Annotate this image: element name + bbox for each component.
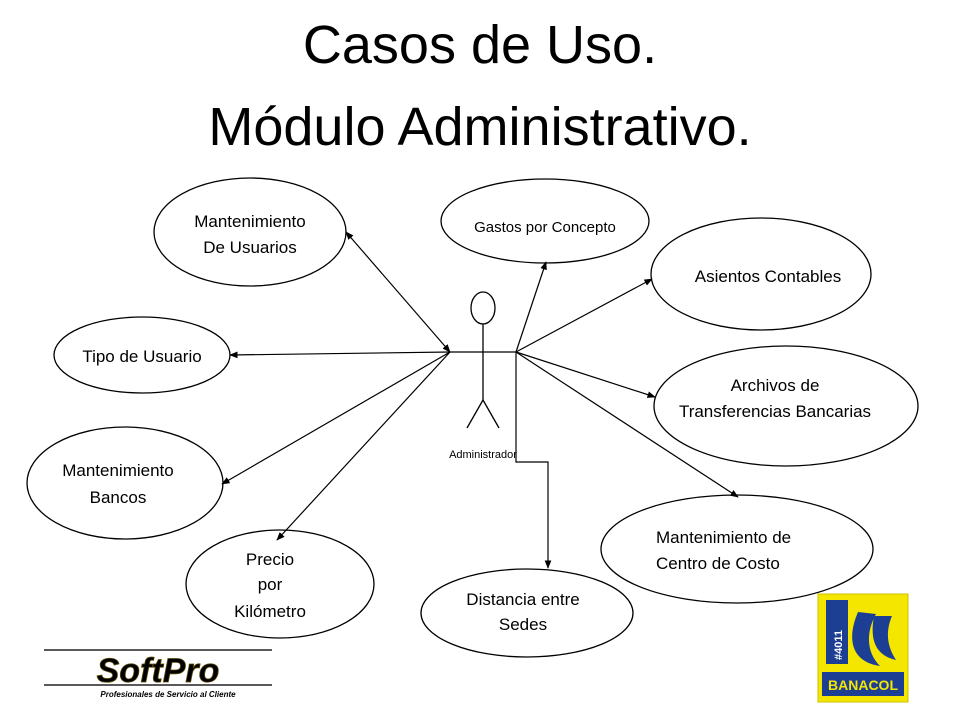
use-case-archivos-transferencias [653,345,919,467]
slide-title-line-1: Casos de Uso. [302,15,658,75]
assoc-archivos-transferencias [515,351,656,398]
assoc-tipo-usuario [229,351,451,359]
label-mantenimiento-usuarios-2: De Usuarios [203,238,297,257]
assoc-gastos-concepto [515,261,547,353]
label-precio-kilometro-1: Precio [246,550,294,569]
assoc-precio-kilometro [276,351,451,541]
label-precio-kilometro-2: por [258,575,283,594]
softpro-logo-tagline: Profesionales de Servicio al Cliente [100,690,236,699]
use-case-mantenimiento-bancos [26,426,224,540]
use-case-asientos-contables [650,217,872,331]
label-mantenimiento-bancos-1: Mantenimiento [62,461,174,480]
softpro-logo: SoftPro Profesionales de Servicio al Cli… [44,649,272,699]
label-mantenimiento-bancos-2: Bancos [90,488,147,507]
softpro-logo-name: SoftPro [97,652,220,690]
banacol-logo-code: #4011 [833,630,845,660]
actor-label: Administrador [449,449,517,461]
assoc-centro-costo [515,351,739,498]
label-precio-kilometro-3: Kilómetro [234,602,306,621]
label-mantenimiento-centro-costo-2: Centro de Costo [656,554,780,573]
use-case-centro-costo [600,494,874,604]
assoc-mantenimiento-bancos [221,351,451,485]
label-gastos-concepto: Gastos por Concepto [474,219,616,236]
use-case-mantenimiento-usuarios [153,177,347,287]
use-case-distancia-sedes [420,568,634,658]
banacol-logo: #4011 BANACOL [817,593,909,703]
label-mantenimiento-usuarios-1: Mantenimiento [194,212,306,231]
label-archivos-transferencias-2: Transferencias Bancarias [679,402,871,421]
label-distancia-sedes-2: Sedes [499,615,547,634]
label-asientos-contables: Asientos Contables [695,267,841,286]
banacol-logo-name: BANACOL [828,677,898,693]
assoc-asientos-contables [515,278,653,353]
label-archivos-transferencias-1: Archivos de [731,376,820,395]
label-tipo-usuario: Tipo de Usuario [82,347,201,366]
use-case-precio-kilometro [185,529,375,639]
assoc-mantenimiento-usuarios [345,231,451,353]
actor-administrador [450,291,516,429]
label-distancia-sedes-1: Distancia entre [466,590,579,609]
label-mantenimiento-centro-costo-1: Mantenimiento de [656,528,791,547]
assoc-distancia-sedes [515,352,552,569]
slide-title-line-2: Módulo Administrativo. [208,97,752,157]
